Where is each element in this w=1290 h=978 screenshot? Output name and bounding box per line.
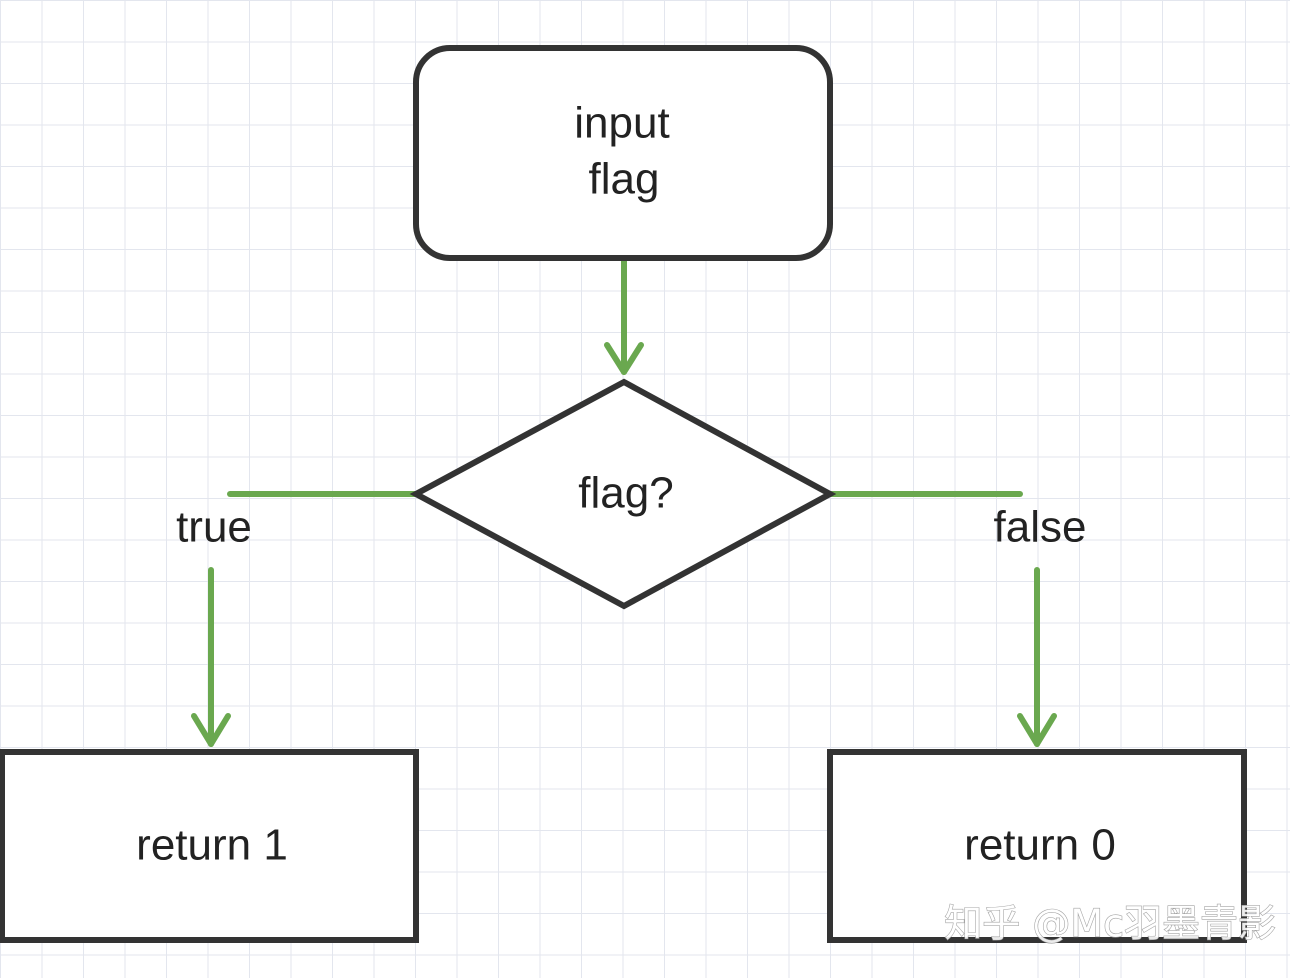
decision-label: flag? bbox=[578, 469, 673, 518]
edge-false-arrowhead bbox=[1017, 713, 1057, 747]
edge-input-to-decision-arrowhead bbox=[604, 342, 644, 375]
return-1-node bbox=[0, 749, 419, 943]
input-node-line2: flag bbox=[589, 155, 660, 204]
nodes bbox=[0, 45, 1247, 943]
return-0-label: return 0 bbox=[964, 821, 1116, 870]
return-1-label: return 1 bbox=[136, 821, 288, 870]
true-edge-label: true bbox=[176, 503, 252, 552]
watermark-text: 知乎 @Mc羽墨青影 bbox=[944, 902, 1276, 946]
edges bbox=[191, 255, 1057, 747]
false-edge-label: false bbox=[994, 503, 1087, 552]
return-0-node bbox=[827, 749, 1247, 943]
edge-true-arrowhead bbox=[191, 713, 231, 747]
decision-node bbox=[409, 378, 837, 610]
input-node bbox=[413, 45, 833, 261]
input-node-line1: input bbox=[574, 99, 669, 148]
